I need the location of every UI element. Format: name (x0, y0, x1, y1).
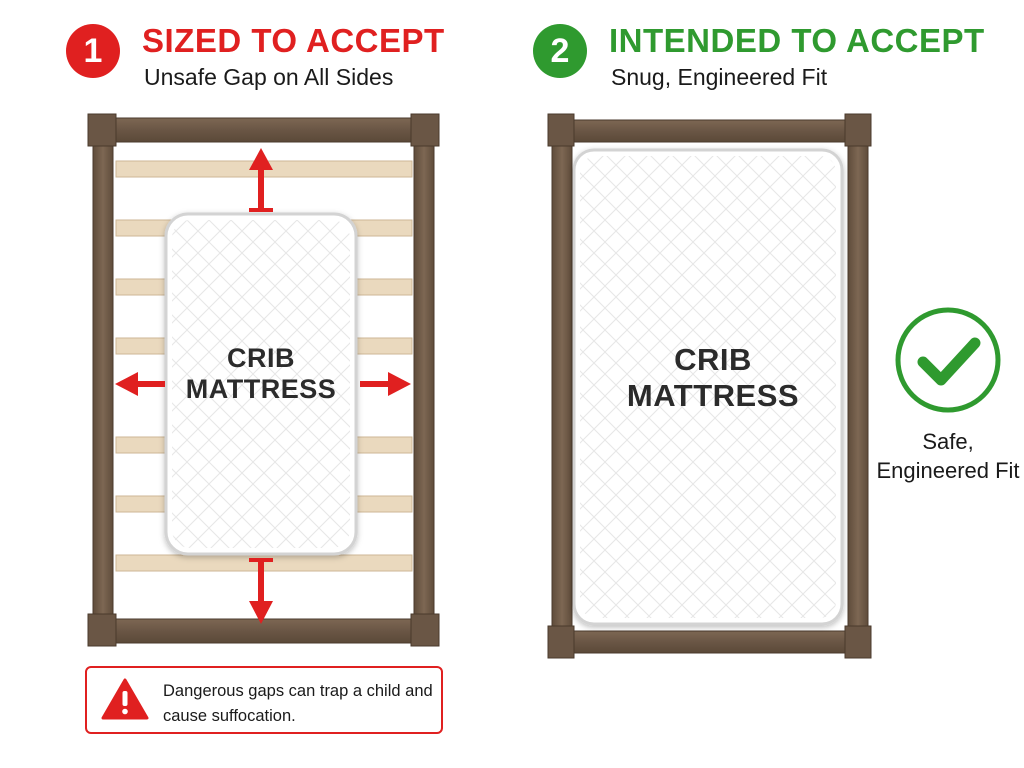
step-1-badge: 1 (66, 24, 120, 78)
warning-triangle-icon (101, 678, 149, 720)
left-mattress (164, 212, 358, 556)
left-title: SIZED TO ACCEPT (142, 22, 445, 59)
gap-arrow-right (360, 372, 411, 396)
warning-box: Dangerous gaps can trap a child and caus… (85, 666, 443, 734)
gap-arrow-top (249, 148, 273, 212)
left-subtitle: Unsafe Gap on All Sides (144, 64, 394, 90)
right-title: INTENDED TO ACCEPT (609, 22, 985, 59)
gap-arrow-bottom (249, 558, 273, 624)
right-subtitle: Snug, Engineered Fit (611, 64, 828, 90)
right-mattress (572, 148, 844, 626)
gap-arrow-left (115, 372, 165, 396)
checkmark-circle-icon (895, 307, 1001, 413)
step-2-badge: 2 (533, 24, 587, 78)
safe-fit-caption: Safe, Engineered Fit (876, 429, 1020, 483)
warning-text: Dangerous gaps can trap a child and caus… (163, 682, 433, 725)
right-mattress-label: CRIB MATTRESS (626, 342, 800, 413)
left-mattress-label: CRIB MATTRESS (185, 343, 337, 405)
gap-arrows (115, 148, 411, 624)
